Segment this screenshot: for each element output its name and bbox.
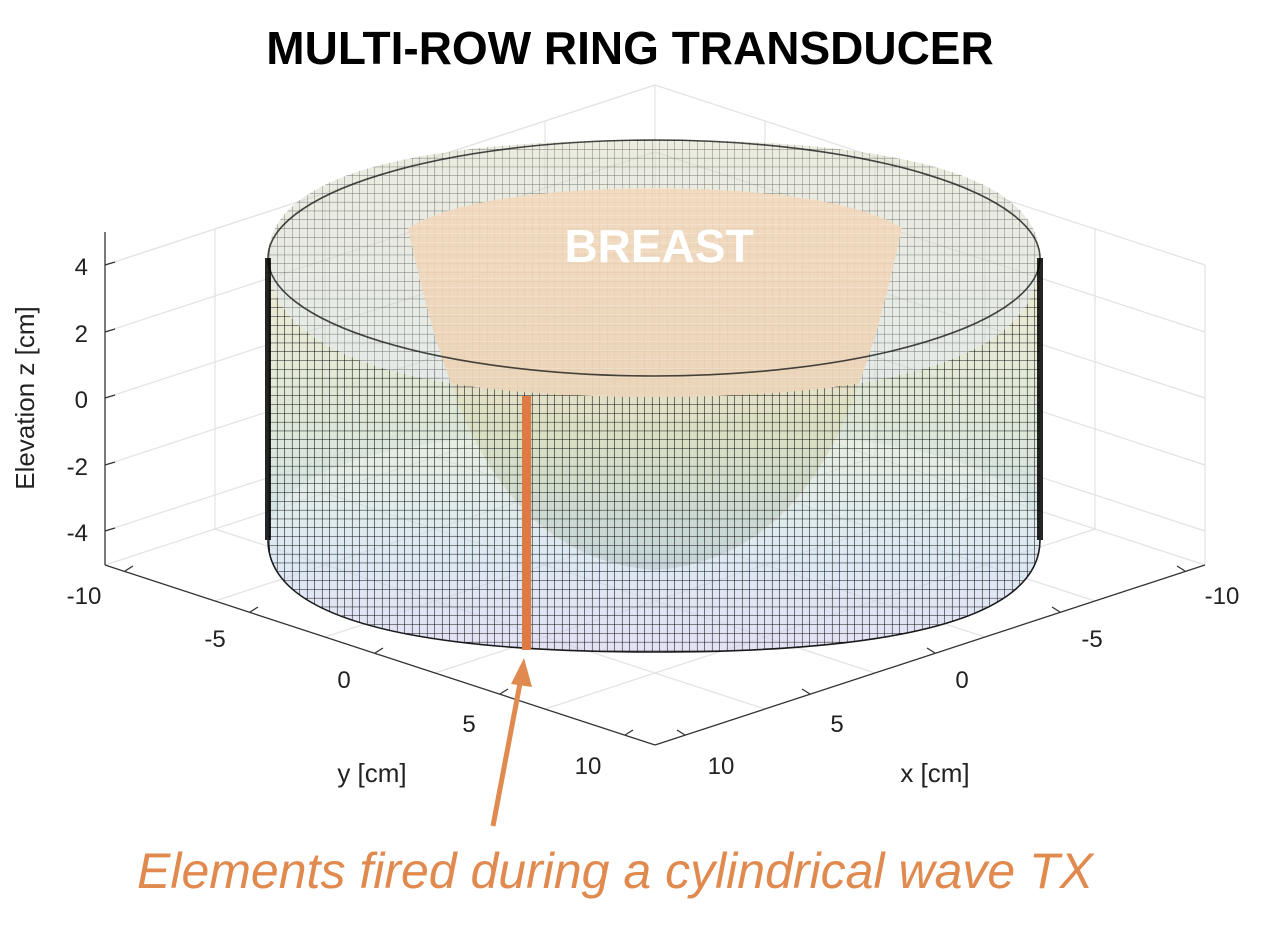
x-axis-label: x [cm] [900,758,969,788]
x-tick-label: 10 [708,753,735,780]
x-tick-labels: -10 -5 0 5 10 [708,583,1240,780]
fired-elements-column [522,396,531,650]
z-tick-label: -4 [67,520,88,547]
breast-label: BREAST [564,220,753,272]
z-tick-label: -2 [67,454,88,481]
figure-title: MULTI-ROW RING TRANSDUCER [266,22,993,74]
z-tick-labels: 4 2 0 -2 -4 [67,254,88,547]
y-tick-labels: -10 -5 0 5 10 [67,583,602,780]
y-tick-label: -5 [204,626,225,653]
z-tick-label: 4 [75,254,88,281]
annotation-arrow [490,658,532,827]
x-tick-label: 5 [830,711,843,738]
x-tick-label: -5 [1081,626,1102,653]
z-tick-label: 0 [75,387,88,414]
y-tick-label: -10 [67,583,102,610]
x-tick-label: -10 [1205,583,1240,610]
y-tick-label: 10 [575,753,602,780]
z-axis-label: Elevation z [cm] [10,306,40,490]
x-tick-label: 0 [955,667,968,694]
y-axis-label: y [cm] [337,758,406,788]
axes [104,232,1206,746]
y-tick-label: 0 [337,667,350,694]
z-tick-label: 2 [75,321,88,348]
y-tick-label: 5 [462,711,475,738]
annotation-text: Elements fired during a cylindrical wave… [137,843,1095,899]
